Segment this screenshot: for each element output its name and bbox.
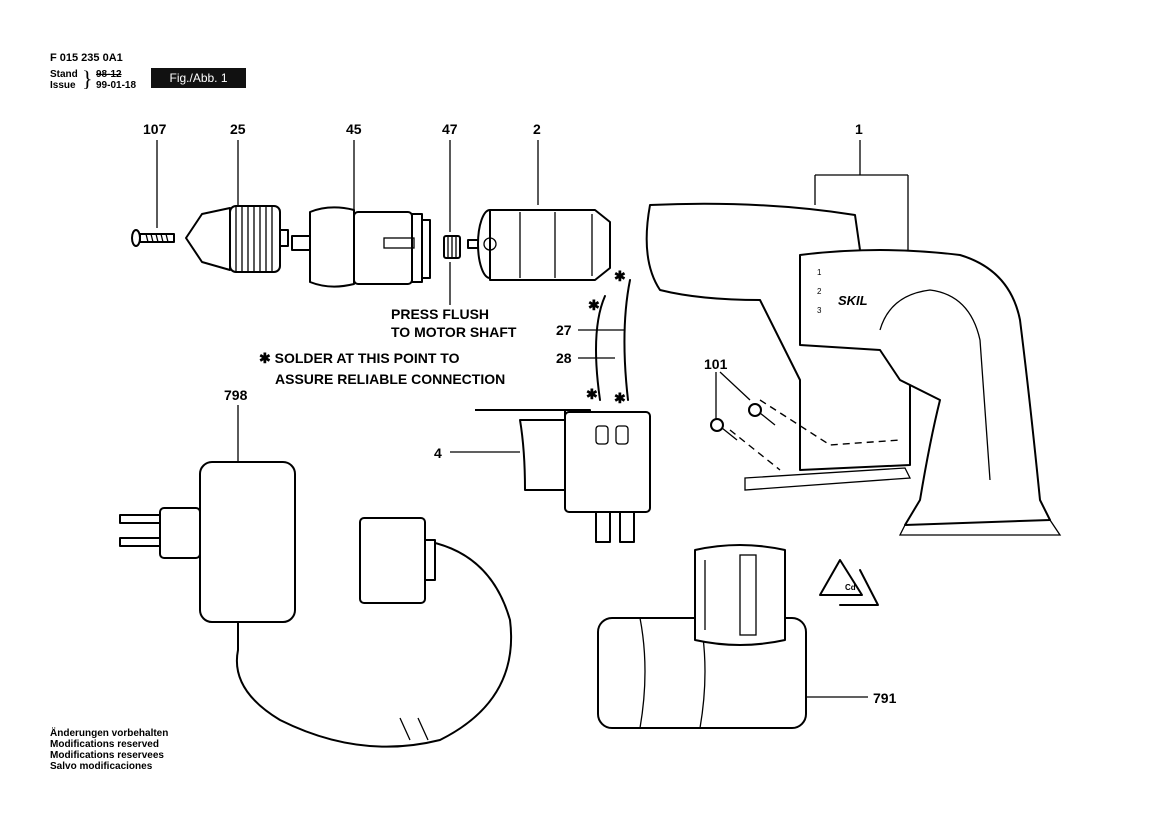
solder-note-line2: ASSURE RELIABLE CONNECTION <box>275 371 506 387</box>
solder-star-3: ✱ <box>586 386 598 402</box>
issue-label: Issue <box>50 80 76 91</box>
brand-logo: SKIL <box>838 293 868 308</box>
part-791-battery <box>597 544 807 729</box>
document-id: F 015 235 0A1 <box>50 52 123 64</box>
part-25-chuck <box>185 205 289 273</box>
part-label-27: 27 <box>556 322 572 338</box>
footer-line-de: Änderungen vorbehalten <box>50 728 169 739</box>
part-47-pinion <box>443 235 461 259</box>
part-label-2: 2 <box>533 121 541 137</box>
part-label-25: 25 <box>230 121 246 137</box>
recycle-code: Cd <box>845 583 856 592</box>
part-1-housing <box>645 202 1062 536</box>
part-label-1: 1 <box>855 121 863 137</box>
figure-label-badge: Fig./Abb. 1 <box>151 68 246 88</box>
solder-star-4: ✱ <box>614 390 626 406</box>
part-label-107: 107 <box>143 121 167 137</box>
part-label-4: 4 <box>434 445 442 461</box>
part-101-screws <box>710 403 776 441</box>
stand-dates: 98-12 99-01-18 <box>96 69 136 91</box>
leader-lines <box>156 140 909 698</box>
solder-note-line1: ✱ SOLDER AT THIS POINT TO <box>259 350 460 366</box>
part-4-switch <box>475 409 651 543</box>
part-label-45: 45 <box>346 121 362 137</box>
part-label-28: 28 <box>556 350 572 366</box>
speed-mark-3: 3 <box>817 306 822 315</box>
issue-date: 99-01-18 <box>96 80 137 91</box>
modifications-notice: Änderungen vorbehalten Modifications res… <box>50 728 168 772</box>
footer-line-en: Modifications reserved <box>50 739 159 750</box>
part-798-charger <box>119 461 513 748</box>
solder-star-1: ✱ <box>614 268 626 284</box>
speed-mark-1: 1 <box>817 268 822 277</box>
press-flush-note-line2: TO MOTOR SHAFT <box>391 324 517 340</box>
part-45-gearbox <box>291 206 431 288</box>
part-label-101: 101 <box>704 356 728 372</box>
stand-label: Stand <box>50 69 78 80</box>
part-label-791: 791 <box>873 690 897 706</box>
part-2-motor <box>467 209 611 281</box>
part-107-screw <box>131 229 175 247</box>
wires-27-28 <box>595 279 631 401</box>
stand-issue-labels: Stand Issue <box>50 69 78 91</box>
footer-line-es: Salvo modificaciones <box>50 761 153 772</box>
part-label-798: 798 <box>224 387 248 403</box>
speed-mark-2: 2 <box>817 287 822 296</box>
brace-symbol: } <box>82 66 93 91</box>
footer-line-fr: Modifications reservees <box>50 750 164 761</box>
stand-date: 98-12 <box>96 69 122 80</box>
part-label-47: 47 <box>442 121 458 137</box>
press-flush-note-line1: PRESS FLUSH <box>391 306 490 322</box>
recycle-icon <box>819 559 879 606</box>
solder-star-2: ✱ <box>588 297 600 313</box>
